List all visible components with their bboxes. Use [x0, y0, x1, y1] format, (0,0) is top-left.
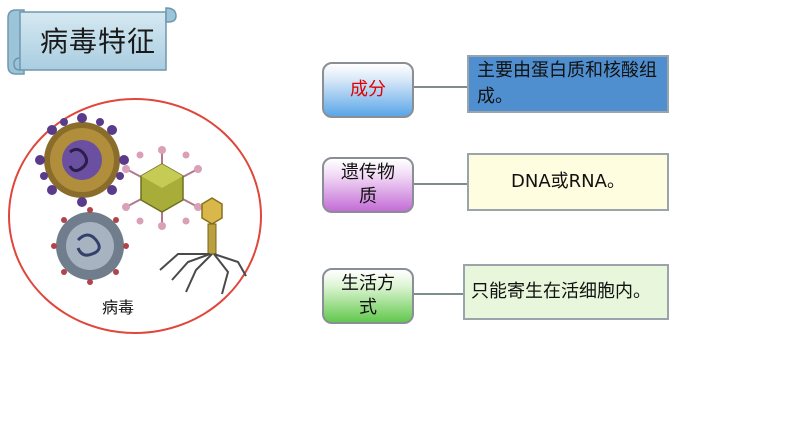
connector-2 — [414, 183, 467, 185]
feature-description-composition: 主要由蛋白质和核酸组成。 — [467, 55, 669, 113]
title-scroll-banner: 病毒特征 — [6, 4, 178, 76]
page-title: 病毒特征 — [39, 25, 156, 58]
feature-label-genetic-material: 遗传物质 — [322, 157, 414, 213]
feature-description-composition-text: 主要由蛋白质和核酸组成。 — [477, 60, 657, 107]
feature-description-lifestyle-text: 只能寄生在活细胞内。 — [471, 281, 651, 302]
feature-description-genetic-material: DNA或RNA。 — [467, 153, 669, 211]
feature-label-genetic-material-text: 遗传物质 — [341, 162, 395, 207]
feature-label-composition: 成分 — [322, 62, 414, 118]
feature-label-lifestyle: 生活方式 — [322, 268, 414, 324]
connector-3 — [414, 293, 463, 295]
feature-description-genetic-material-text: DNA或RNA。 — [511, 171, 625, 192]
virus-caption: 病毒 — [102, 298, 135, 317]
feature-label-lifestyle-text: 生活方式 — [341, 273, 395, 318]
scroll-banner-shape — [7, 7, 177, 75]
virus-illustration-frame — [8, 98, 262, 334]
feature-description-lifestyle: 只能寄生在活细胞内。 — [463, 264, 669, 320]
connector-1 — [414, 86, 467, 88]
